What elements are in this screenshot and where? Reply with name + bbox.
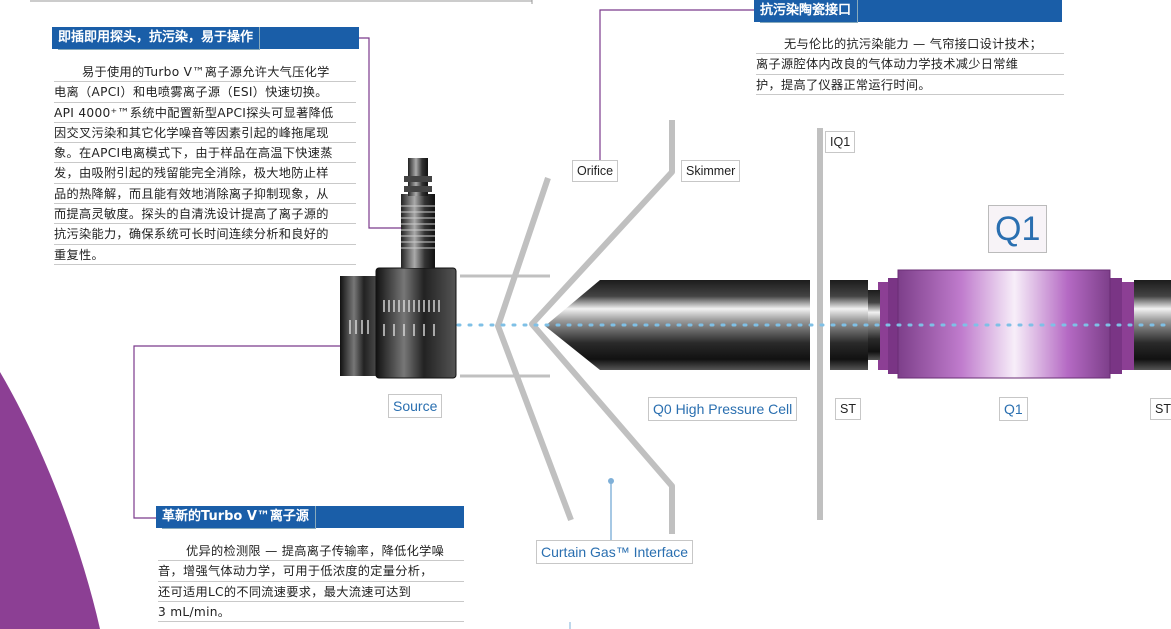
source-label: Source — [388, 394, 443, 418]
q1-quadrupole — [897, 269, 1111, 379]
orifice-plate — [495, 177, 574, 522]
probe-body — [401, 194, 435, 268]
skimmer-label: Skimmer — [681, 160, 741, 182]
q1-title-label: Q1 — [988, 205, 1048, 253]
source-callout-title: 革新的Turbo V™离子源 — [156, 506, 464, 529]
interface-callout-text: 无与伦比的抗污染能力 — 气帘接口设计技术； 离子源腔体内改良的气体动力学技术减… — [756, 34, 1064, 95]
st-rods — [830, 280, 868, 370]
source-housing-left — [340, 276, 380, 376]
skimmer-plate — [529, 120, 675, 534]
iq1-label: IQ1 — [825, 131, 856, 153]
probe-callout-text: 易于使用的Turbo V™离子源允许大气压化学 电离（APCI）和电喷雾离子源（… — [54, 62, 356, 265]
st-label-1: ST — [835, 398, 861, 420]
source-housing — [375, 267, 457, 379]
source-callout-text: 优异的检测限 — 提高离子传输率，降低化学噪 音，增强气体动力学，可用于低浓度的… — [158, 541, 464, 623]
q0-label: Q0 High Pressure Cell — [648, 397, 798, 421]
q1-label: Q1 — [999, 397, 1028, 421]
interface-callout-title: 抗污染陶瓷接口 — [754, 0, 1062, 23]
source-vents — [349, 300, 440, 336]
purple-swoosh — [0, 372, 100, 629]
orifice-label: Orifice — [572, 160, 619, 182]
st-label-2: ST — [1150, 398, 1171, 420]
probe-callout-title: 即插即用探头，抗污染，易于操作 — [52, 27, 359, 50]
curtain-gas-label: Curtain Gas™ Interface — [536, 540, 694, 564]
